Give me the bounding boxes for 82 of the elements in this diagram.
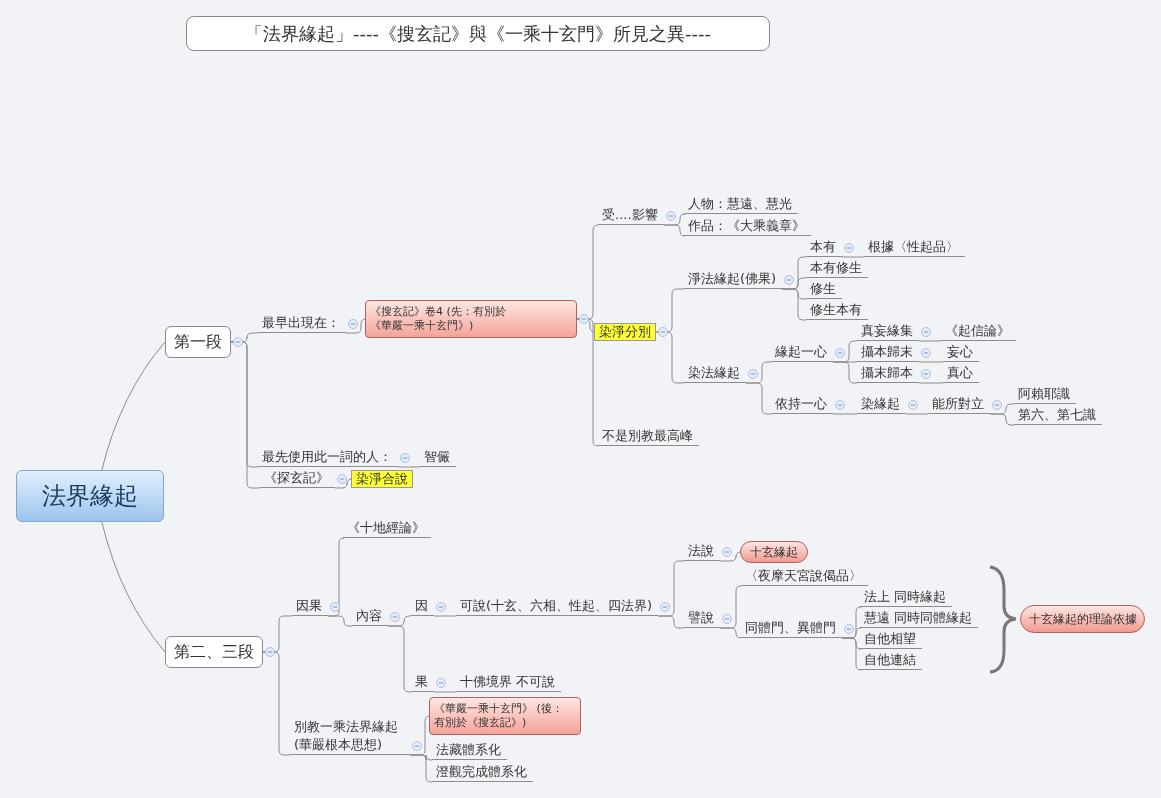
connector-line [905, 413, 929, 415]
connector-line [433, 615, 457, 617]
topic-text: 作品：《大乘義章》 [684, 217, 811, 236]
topic-text: 《十地經論》 [343, 519, 431, 538]
topic-text: 能所對立 [928, 395, 990, 414]
connector-line [918, 382, 944, 384]
topic-text: 《起信論》 [941, 322, 1016, 341]
topic-text: 修生本有 [806, 301, 868, 320]
topic-text: 智儼 [420, 448, 456, 467]
topic-text: 法上 同時緣起 [860, 588, 953, 607]
topic-text: 內容 [352, 607, 388, 626]
topic-text: 真妄緣集 [857, 322, 919, 341]
highlighted-label: 染淨分別 [594, 323, 656, 341]
topic-text: 緣起一心 [771, 343, 833, 362]
topic-text: 自他連結 [860, 651, 922, 670]
connector-line [719, 551, 742, 562]
topic-text: 受....影響 [598, 206, 664, 225]
connector-line [262, 651, 291, 756]
topic-text: 染法緣起 [684, 364, 746, 383]
connector-line [345, 318, 367, 334]
connector-line [832, 413, 858, 415]
connector-line [841, 256, 865, 258]
connector-line [230, 341, 261, 489]
topic-box: 第二、三段 [165, 636, 263, 668]
highlighted-topic-box: 《搜玄記》卷4 (先：有別於《華嚴一乘十玄門》) [365, 300, 577, 338]
topic-text: 因 [411, 597, 434, 616]
highlighted-label: 染淨合說 [351, 470, 413, 488]
connector-line [841, 637, 862, 671]
highlighted-topic-box: 《華嚴一乘十玄門》 (後：有別於《搜玄記》) [429, 697, 581, 735]
connector-line [327, 615, 353, 627]
connector-line [387, 625, 412, 693]
topic-text: 自他相望 [860, 630, 922, 649]
title-box: 「法界緣起」----《搜玄記》與《一乘十玄門》所見之異---- [186, 16, 770, 51]
topic-text: 阿賴耶識 [1014, 385, 1076, 404]
central-topic-box: 法界緣起 [16, 470, 164, 522]
topic-text: 攝末歸本 [857, 364, 919, 383]
connector-line [781, 288, 807, 321]
topic-text: 攝本歸末 [857, 343, 919, 362]
topic-text: 可說(十玄、六相、性起、四法界) [456, 597, 659, 616]
connector-line [397, 466, 421, 468]
connector-line [334, 478, 353, 489]
connector-line [918, 340, 942, 342]
topic-text: 人物：慧遠、慧光 [684, 195, 798, 214]
connector-line [101, 341, 166, 471]
connector-line [433, 691, 457, 693]
connector-line [719, 627, 742, 639]
connector-line [655, 331, 685, 384]
connector-line [409, 754, 433, 783]
topic-text: 慧遠 同時同體緣起 [860, 609, 979, 628]
topic-text: 十佛境界 不可說 [456, 673, 562, 692]
topic-text: 別教一乘法界緣起 (華嚴根本思想) [290, 718, 410, 755]
connector-line [657, 615, 685, 629]
topic-text: 不是別教最高峰 [598, 427, 699, 446]
topic-text: 染緣起 [857, 395, 906, 414]
topic-text: 根據〈性起品〉 [864, 238, 965, 257]
topic-text: 澄觀完成體系化 [432, 763, 533, 782]
topic-text: 法說 [684, 542, 720, 561]
connector-line [989, 413, 1015, 426]
connector-line [663, 224, 686, 237]
topic-text: 〈夜摩天宮說偈品〉 [741, 567, 868, 586]
connector-line [832, 361, 858, 384]
topic-text: 本有修生 [806, 259, 868, 278]
connector-line [745, 382, 772, 415]
topic-text: 第六、第七識 [1014, 406, 1102, 425]
topic-text: 同體門、異體門 [741, 619, 842, 638]
topic-text: 因果 [292, 597, 328, 616]
topic-text: 《探玄記》 [260, 469, 335, 488]
topic-text: 本有 [806, 238, 842, 257]
topic-text: 淨法緣起(佛果) [684, 270, 783, 289]
topic-text: 妄心 [943, 343, 979, 362]
topic-text: 果 [411, 673, 434, 692]
topic-text: 依持一心 [771, 395, 833, 414]
topic-text: 法藏體系化 [432, 741, 507, 760]
connector-line [576, 318, 599, 447]
connector-line [101, 521, 166, 653]
connector-line [918, 361, 944, 363]
topic-text: 真心 [943, 364, 979, 383]
topic-box: 第一段 [165, 326, 231, 358]
topic-text: 修生 [806, 280, 842, 299]
topic-text: 最先使用此一詞的人： [258, 448, 398, 467]
topic-text: 譬說 [684, 609, 720, 628]
topic-text: 最早出現在： [258, 314, 346, 333]
